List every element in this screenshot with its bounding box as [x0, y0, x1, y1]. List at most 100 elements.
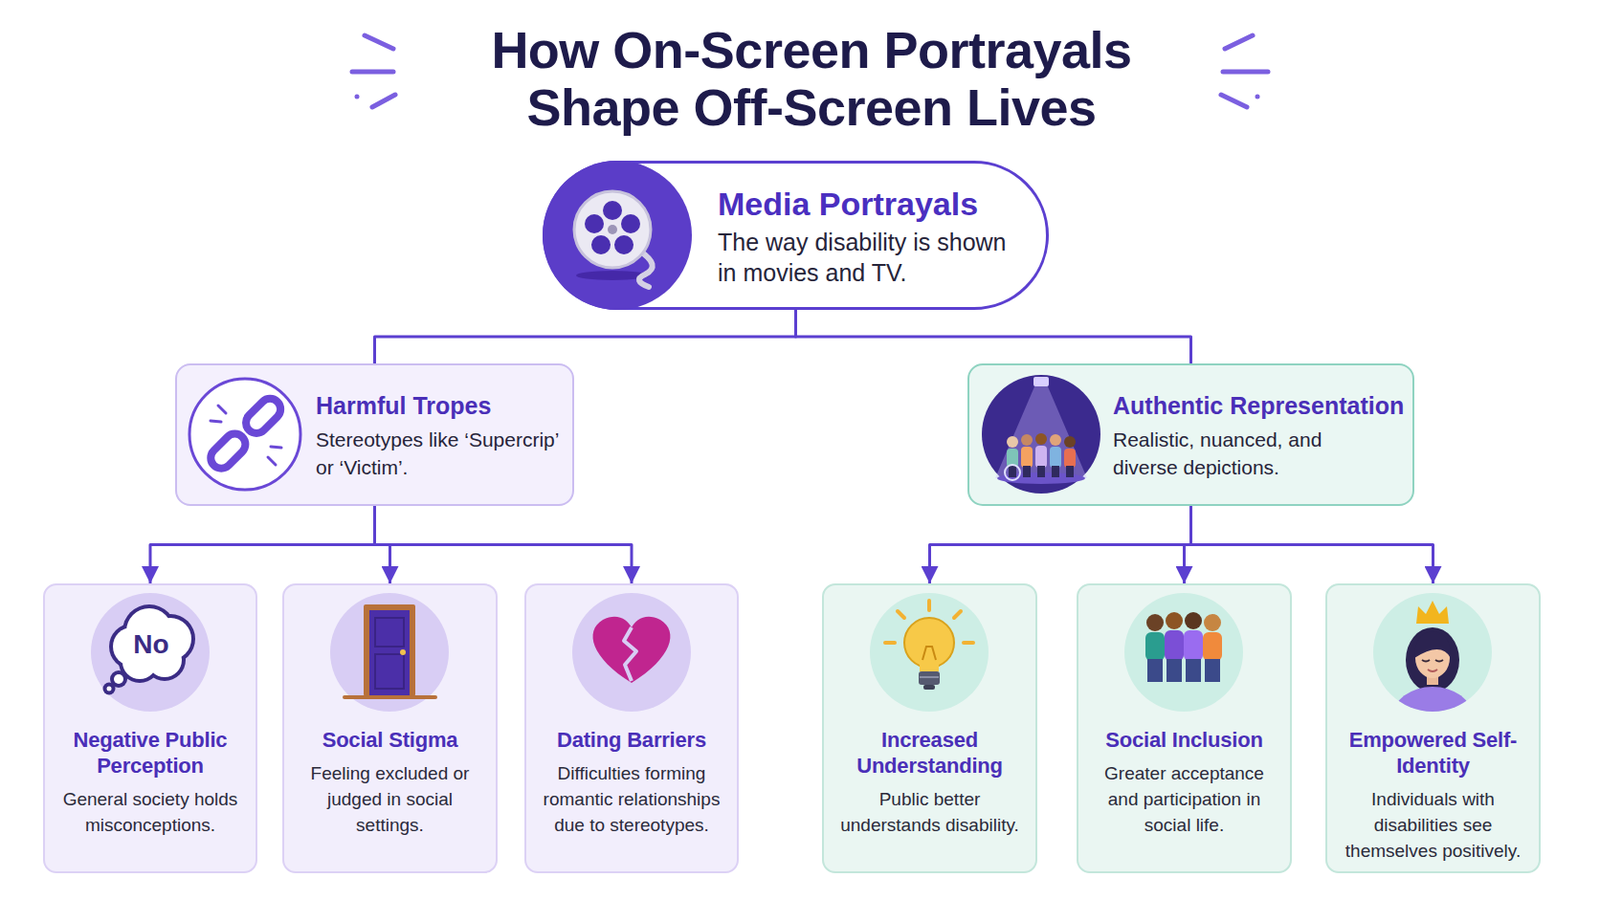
lightbulb-icon-part — [918, 671, 940, 686]
spotlight-group-icon-part-part — [1021, 434, 1033, 446]
spotlight-group-icon-part-part — [1066, 466, 1074, 478]
bubble-word: No — [122, 627, 180, 663]
crowned-person-icon-part — [1392, 627, 1473, 749]
lightbulb-icon-part — [919, 662, 939, 672]
thought-bubble-icon-part-part — [107, 687, 112, 692]
broken-chain-icon-part — [189, 378, 301, 490]
node-text: Public better understands disability. — [833, 786, 1026, 839]
door-icon-part — [330, 593, 449, 712]
connector-arrow — [1184, 506, 1192, 584]
film-reel-icon-part — [591, 235, 611, 255]
film-reel-icon-part — [639, 250, 653, 288]
root-box: Media PortrayalsThe way disability is sh… — [542, 160, 1049, 311]
node-heading: Authentic Representation — [1112, 391, 1413, 421]
connector-arrow — [1191, 506, 1434, 584]
node-text: Stereotypes like ‘Supercrip’ or ‘Victim’… — [315, 425, 571, 482]
spotlight-group-icon-part-part — [1049, 446, 1062, 468]
node-heading: Negative Public Perception — [54, 727, 246, 779]
spotlight-group-icon-part — [1033, 377, 1049, 387]
people-group-icon-part-part — [1146, 614, 1164, 632]
title-sparkle-part — [1221, 94, 1247, 108]
effect-box: Empowered Self-IdentityIndividuals with … — [1325, 583, 1541, 874]
people-group-icon-part — [1145, 612, 1223, 683]
crowned-person-icon-part — [1373, 593, 1492, 712]
lightbulb-icon-part — [869, 593, 989, 712]
node-heading: Harmful Tropes — [315, 391, 573, 421]
door-icon-part — [375, 654, 404, 689]
connector-arrow — [375, 506, 391, 584]
people-group-icon-part-part — [1204, 659, 1221, 683]
spotlight-group-icon-part-part — [1022, 466, 1031, 478]
spotlight-group-icon-part-part — [1049, 434, 1062, 446]
node-text: Feeling excluded or judged in social set… — [293, 760, 487, 839]
spotlight-group-icon-part — [995, 384, 1088, 479]
thought-bubble-icon-part — [107, 608, 193, 692]
category-box: Harmful TropesStereotypes like ‘Supercri… — [175, 363, 575, 507]
lightbulb-icon-part-part — [885, 641, 895, 645]
spotlight-group-icon-part-part — [1064, 436, 1076, 448]
title-sparkle-part — [1224, 35, 1253, 49]
thought-bubble-icon-part — [103, 604, 197, 696]
node-text: Individuals with disabilities see themse… — [1336, 786, 1530, 865]
lightbulb-icon-part-part — [954, 611, 961, 619]
spotlight-group-icon-part-part — [1051, 466, 1060, 478]
broken-chain-icon-part-part — [218, 405, 226, 414]
film-reel-icon-part — [584, 214, 604, 234]
title-sparkle-part — [1255, 94, 1261, 100]
lightbulb-icon-part — [923, 685, 935, 690]
node-heading: Social Inclusion — [1088, 727, 1281, 754]
crowned-person-icon-part-part — [1414, 631, 1451, 659]
lightbulb-icon-part-part — [963, 641, 974, 645]
crowned-person-icon-part-part — [1392, 687, 1473, 749]
effect-box: Social StigmaFeeling excluded or judged … — [282, 583, 498, 874]
broken-heart-icon-part — [593, 617, 671, 684]
lightbulb-icon-part — [904, 618, 955, 668]
door-icon-part — [375, 618, 404, 647]
broken-heart-icon-part — [572, 593, 691, 712]
film-reel-icon-part — [602, 200, 623, 221]
lightbulb-icon-part-part — [927, 600, 932, 611]
spotlight-group-icon-part-part — [1035, 445, 1047, 468]
people-group-icon-part-part — [1184, 612, 1202, 630]
lightbulb-icon — [869, 593, 989, 712]
node-text: Realistic, nuanced, and diverse depictio… — [1112, 425, 1368, 482]
node-heading: Social Stigma — [293, 727, 487, 754]
film-reel-icon-part — [614, 235, 634, 255]
spotlight-group-icon-part — [997, 472, 1086, 485]
people-group-icon-part-part — [1185, 659, 1201, 683]
category-box: Authentic RepresentationRealistic, nuanc… — [967, 363, 1415, 507]
crowned-person-icon-part-part — [1426, 669, 1439, 686]
broken-chain-icon-part — [210, 405, 282, 466]
crowned-person-icon-part-part — [1427, 669, 1438, 672]
film-reel-icon-part — [576, 270, 649, 281]
people-group-icon-part-part — [1183, 630, 1203, 662]
people-group-icon-part-part — [1166, 659, 1182, 683]
connector-arrow — [150, 506, 376, 584]
lightbulb-icon-part-part — [897, 611, 905, 619]
node-heading: Media Portrayals — [717, 184, 1046, 223]
spotlight-group-icon-part-part — [1006, 436, 1019, 448]
people-group-icon-part — [1124, 593, 1244, 712]
people-group-icon-part-part — [1164, 630, 1184, 662]
door-icon-part — [363, 604, 416, 697]
thought-bubble-icon-part-part — [110, 670, 128, 689]
title-sparkle-part — [355, 94, 360, 100]
effect-box: Dating BarriersDifficulties forming roma… — [524, 583, 739, 874]
broken-chain-icon-part-part — [270, 446, 282, 448]
connector-arrow — [930, 506, 1192, 584]
people-group-icon-part-part — [1165, 612, 1183, 630]
crowned-person-icon-part-part — [1405, 627, 1460, 693]
node-text: The way disability is shown in movies an… — [717, 226, 1019, 289]
broken-heart-icon — [572, 593, 691, 712]
title-sparkle-part — [364, 35, 394, 49]
thought-bubble-icon-part — [90, 593, 210, 712]
door-icon — [330, 593, 449, 712]
film-reel-icon-part — [542, 160, 692, 311]
people-group-icon-part-part — [1202, 632, 1223, 662]
node-text: General society holds misconceptions. — [54, 786, 246, 839]
spotlight-group-icon-part-part — [1006, 448, 1019, 468]
node-heading: Empowered Self-Identity — [1336, 727, 1530, 779]
door-icon-part — [344, 695, 436, 700]
